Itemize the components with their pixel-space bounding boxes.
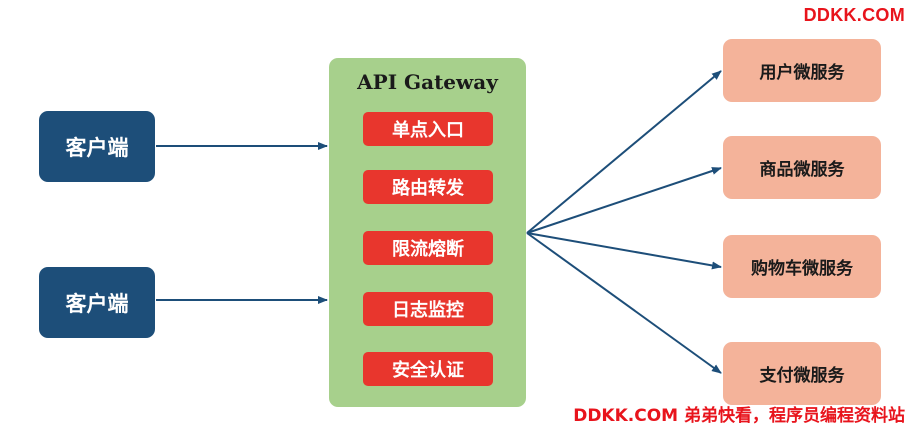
feature-routing: 路由转发 — [363, 170, 493, 204]
api-gateway-title: API Gateway — [357, 70, 498, 94]
client-box-1: 客户端 — [39, 111, 155, 182]
watermark-bottom: DDKK.COM 弟弟快看，程序员编程资料站 — [573, 406, 905, 426]
service-box-user: 用户微服务 — [723, 39, 881, 102]
arrow-gateway-to-service-1 — [526, 70, 722, 234]
feature-single-entry: 单点入口 — [363, 112, 493, 146]
service-box-cart: 购物车微服务 — [723, 235, 881, 298]
feature-security-auth: 安全认证 — [363, 352, 493, 386]
api-gateway-box: API Gateway 单点入口 路由转发 限流熔断 日志监控 安全认证 — [329, 58, 526, 407]
feature-rate-limit-circuit-breaker: 限流熔断 — [363, 231, 493, 265]
arrow-gateway-to-service-4 — [526, 232, 722, 374]
arrow-gateway-to-service-3 — [526, 232, 722, 270]
service-box-product: 商品微服务 — [723, 136, 881, 199]
feature-logging-monitoring: 日志监控 — [363, 292, 493, 326]
arrow-gateway-to-service-2 — [526, 167, 722, 234]
client-box-2: 客户端 — [39, 267, 155, 338]
service-box-payment: 支付微服务 — [723, 342, 881, 405]
watermark-top: DDKK.COM — [803, 5, 905, 25]
